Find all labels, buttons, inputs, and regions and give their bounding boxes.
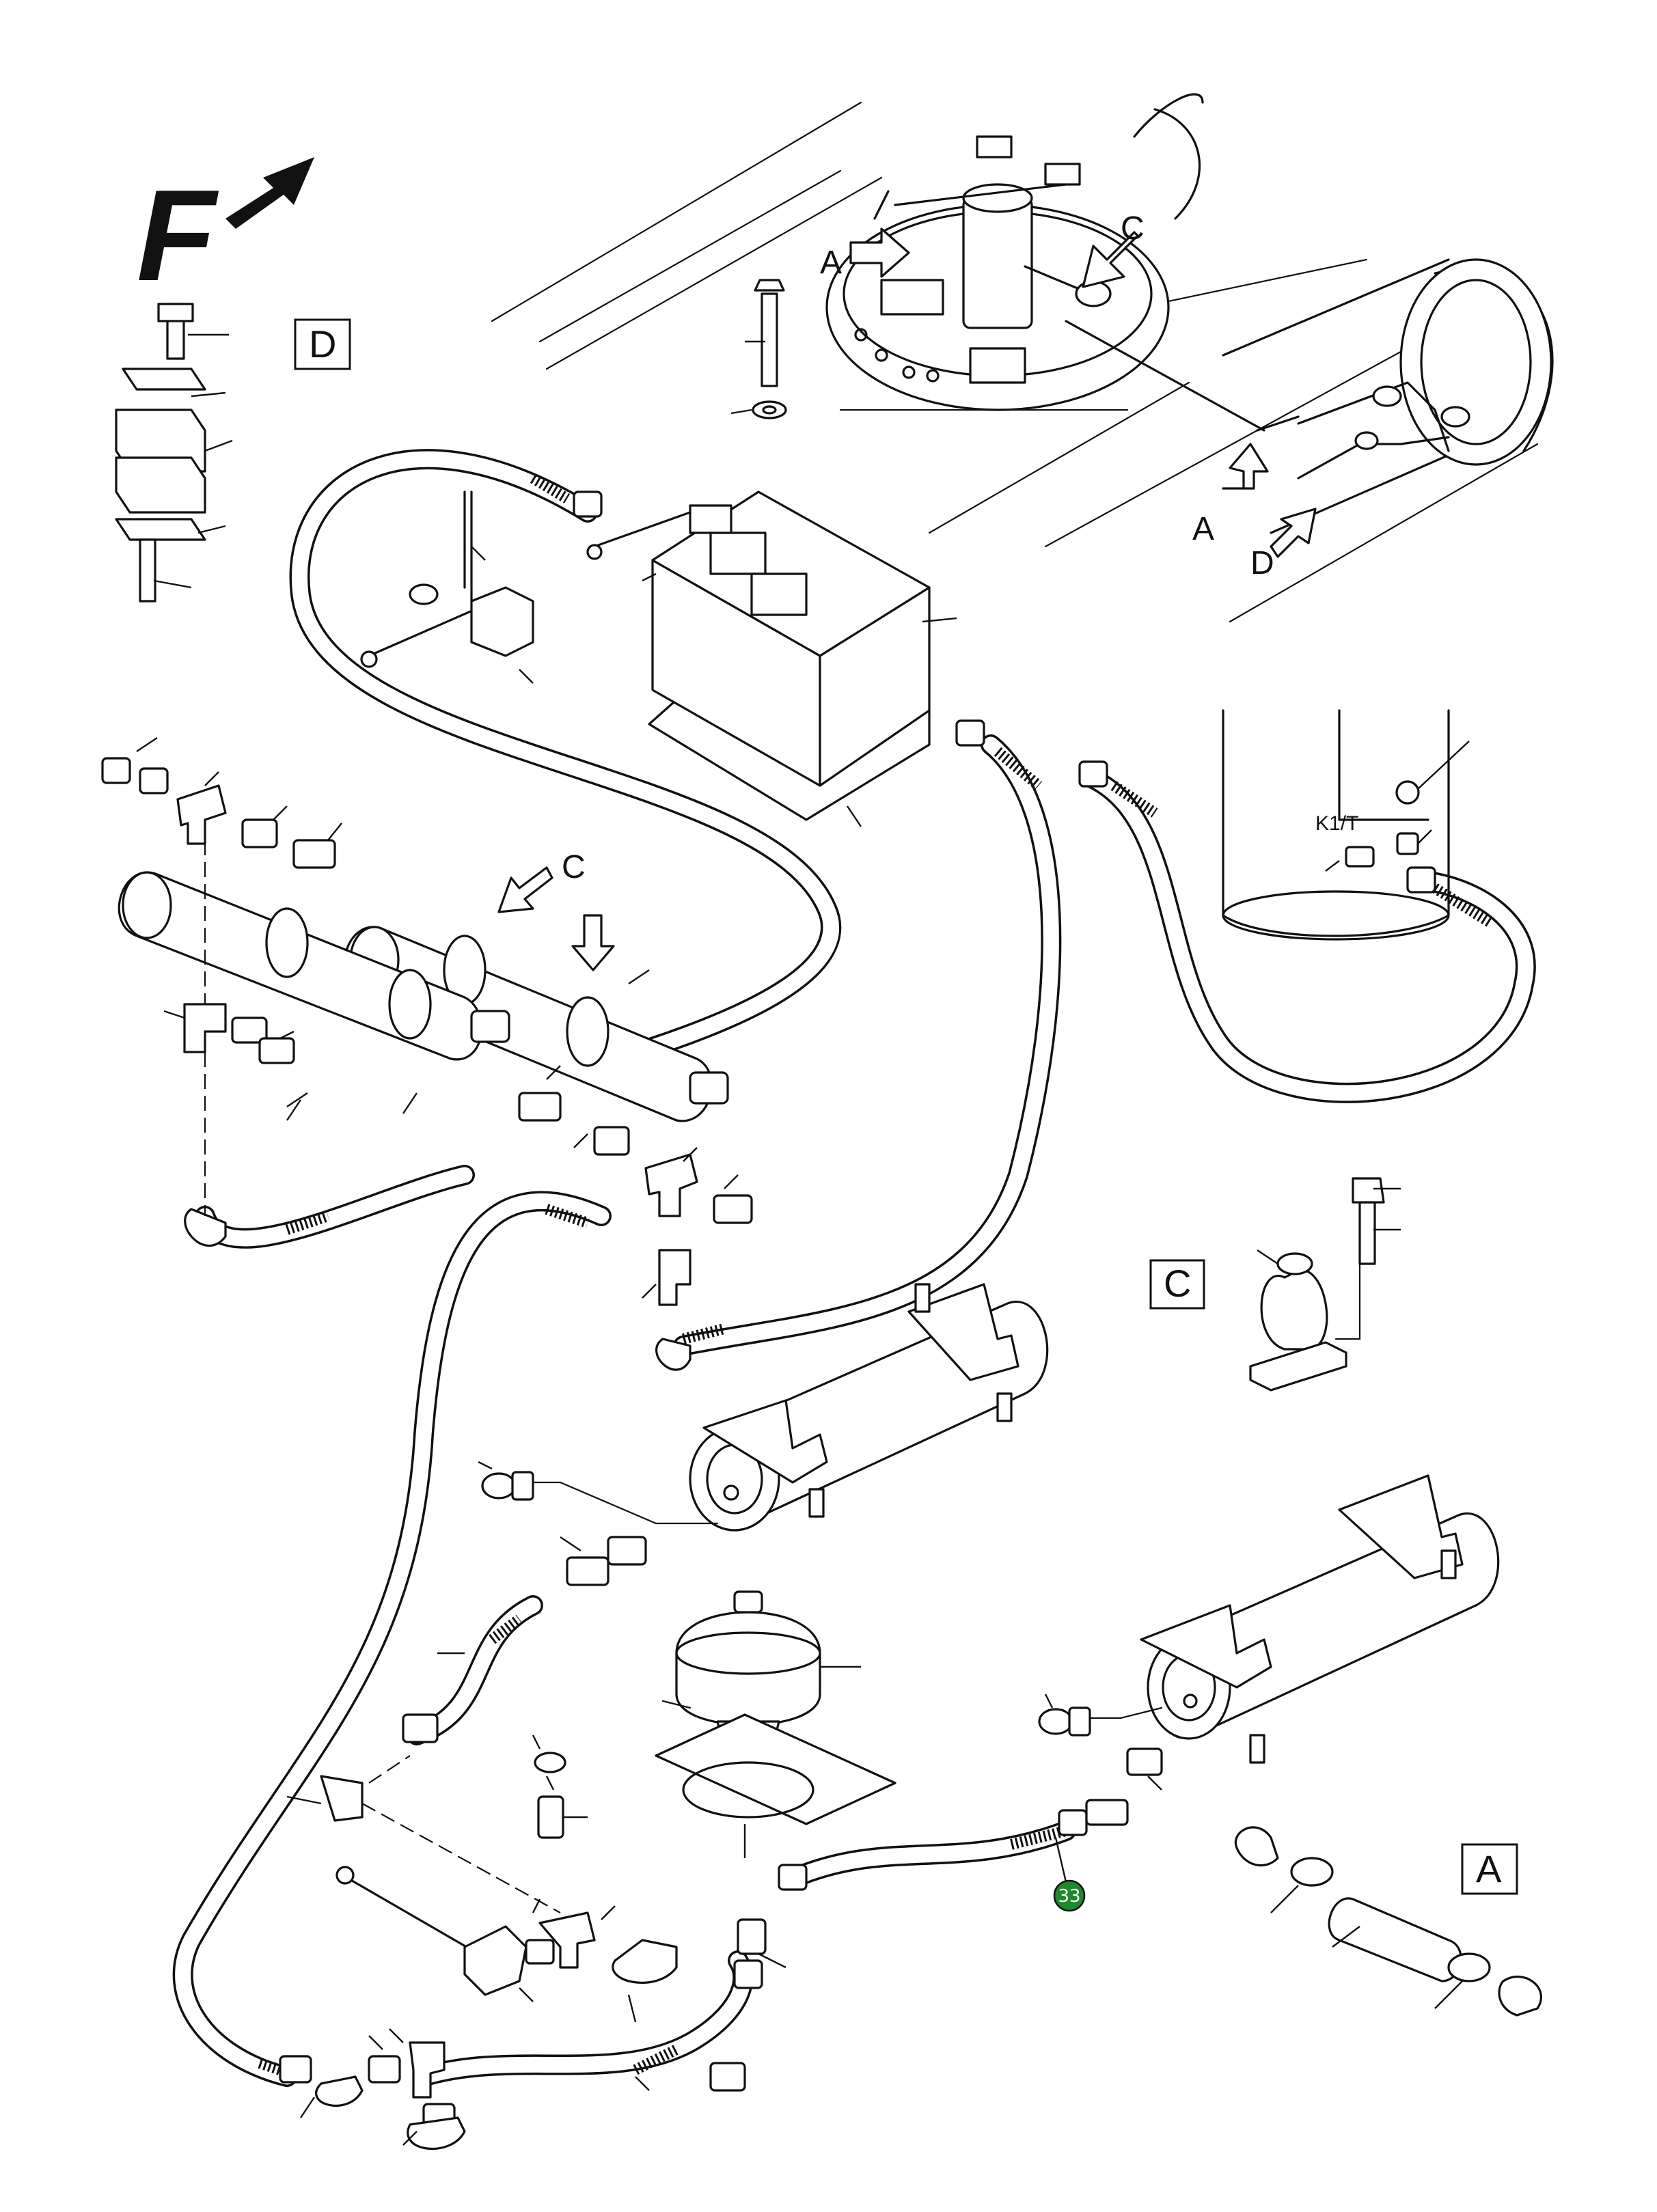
right-track-drum: A D [1192, 258, 1552, 581]
detail-box-d-label: D [309, 322, 336, 365]
view-c-label-cylinder: C [562, 849, 586, 885]
solenoid-valve [360, 490, 534, 684]
detail-box-c [1149, 1259, 1205, 1310]
detail-box-a [1461, 1843, 1518, 1895]
accumulator-cylinders: C [118, 849, 729, 1122]
forward-direction-indicator: F [137, 157, 314, 308]
view-d-arrow-icon [1270, 508, 1317, 558]
detail-d-clamp-stack: D [115, 303, 351, 603]
view-a-arrow-icon [849, 227, 910, 278]
lower-right-cylinder [1038, 1474, 1500, 1791]
center-fittings-chain [518, 1065, 753, 1371]
callout-33[interactable]: 33 [1053, 1837, 1086, 1912]
hydraulic-hoses [172, 449, 1536, 2087]
lower-valve-block [335, 1866, 786, 2023]
detail-box-d [294, 318, 351, 370]
view-a-label-top: A [820, 245, 842, 281]
middle-cylinder [478, 1283, 1049, 1532]
view-d-label: D [1250, 545, 1274, 581]
oil-tank: K1/T [1222, 709, 1470, 941]
detail-box-c-label: C [1164, 1262, 1191, 1305]
bolt-and-washer [730, 279, 787, 419]
left-fittings-chain [101, 737, 342, 1247]
view-c-arrow-icon [1082, 231, 1139, 288]
detail-box-a-label: A [1476, 1847, 1502, 1890]
tank-marking: K1/T [1315, 812, 1358, 835]
bottom-fittings-chain [279, 2028, 746, 2151]
view-c-arrow-cylinder-icon [497, 866, 553, 913]
view-a-arrow-lower-icon [1222, 443, 1269, 490]
bladder-accumulator [532, 1590, 896, 1858]
turntable-assembly: A C [820, 135, 1265, 432]
view-c-arrow-down-icon [571, 914, 615, 971]
view-c-label-top: C [1121, 210, 1145, 247]
view-a-label-lower: A [1192, 511, 1214, 547]
detail-a-hose-clamps: A [1234, 1826, 1542, 2017]
lower-fittings [286, 1536, 647, 1913]
callout-33-number: 33 [1058, 1886, 1080, 1907]
direction-label: F [137, 163, 219, 308]
callout-33-badge[interactable] [1053, 1879, 1086, 1912]
detail-c-clamp: C [1149, 1177, 1401, 1392]
control-valve-block [586, 490, 957, 827]
forward-arrow-icon [225, 157, 314, 229]
